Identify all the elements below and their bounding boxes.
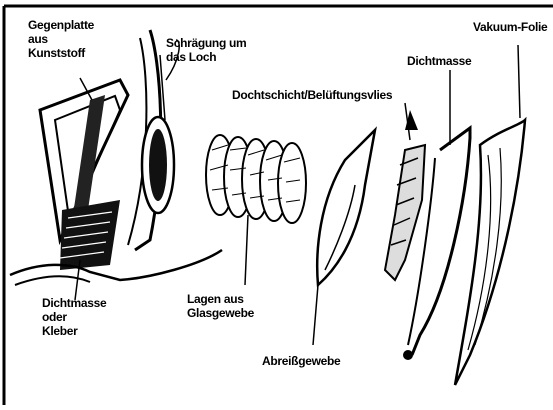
glass-fabric-layers-drawing (206, 135, 306, 223)
label-schraegung-line1: Schrägung um (166, 36, 246, 50)
label-vakuum-folie: Vakuum-Folie (473, 20, 547, 34)
label-dichtmasse-kleber: Dichtmasse oder Kleber (42, 296, 106, 338)
label-lagen: Lagen aus Glasgewebe (187, 292, 254, 320)
label-gegenplatte-line2: aus (28, 32, 94, 46)
label-gegenplatte-line3: Kunststoff (28, 46, 94, 60)
label-abreissgewebe: Abreißgewebe (262, 354, 340, 368)
counter-plate-drawing (10, 30, 222, 285)
label-gegenplatte-line1: Gegenplatte (28, 18, 94, 32)
label-dichtmasse-kleber-line3: Kleber (42, 324, 106, 338)
label-dochtschicht: Dochtschicht/Belüftungsvlies (232, 88, 392, 102)
label-schraegung: Schrägung um das Loch (166, 36, 246, 64)
label-gegenplatte: Gegenplatte aus Kunststoff (28, 18, 94, 60)
breather-drawing (385, 110, 425, 280)
label-dichtmasse-kleber-line1: Dichtmasse (42, 296, 106, 310)
label-schraegung-line2: das Loch (166, 50, 246, 64)
label-dichtmasse-top: Dichtmasse (407, 54, 471, 68)
vacuum-film-drawing (455, 120, 525, 385)
peel-ply-drawing (317, 130, 375, 285)
label-lagen-line2: Glasgewebe (187, 306, 254, 320)
label-dichtmasse-kleber-line2: oder (42, 310, 106, 324)
label-lagen-line1: Lagen aus (187, 292, 254, 306)
